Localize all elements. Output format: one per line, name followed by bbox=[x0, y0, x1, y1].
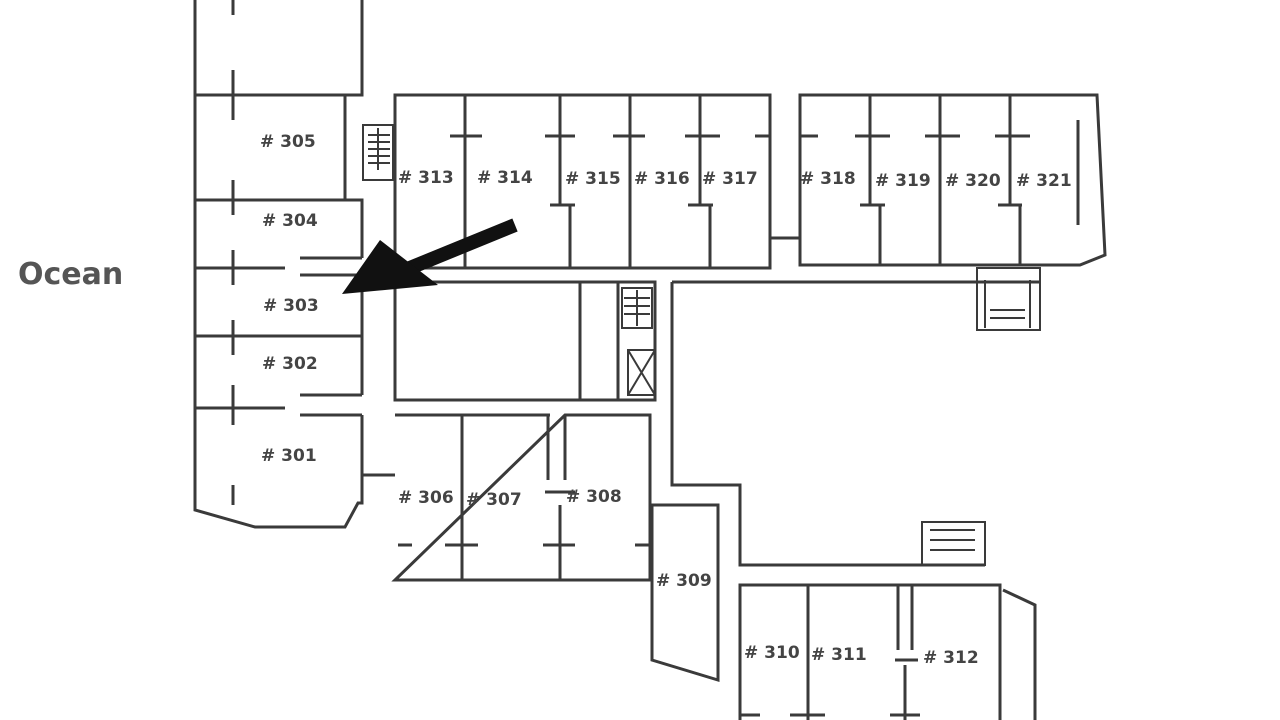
room-308: # 308 bbox=[566, 487, 622, 507]
room-317: # 317 bbox=[702, 169, 758, 189]
room-318: # 318 bbox=[800, 169, 856, 189]
room-309: # 309 bbox=[656, 571, 712, 591]
room-301: # 301 bbox=[261, 446, 317, 466]
walls bbox=[193, 0, 1107, 720]
room-303: # 303 bbox=[263, 296, 319, 316]
room-315: # 315 bbox=[565, 169, 621, 189]
room-321: # 321 bbox=[1016, 171, 1072, 191]
room-314: # 314 bbox=[477, 168, 533, 188]
room-312: # 312 bbox=[923, 648, 979, 668]
room-307: # 307 bbox=[466, 490, 522, 510]
room-302: # 302 bbox=[262, 354, 318, 374]
room-320: # 320 bbox=[945, 171, 1001, 191]
room-labels: # 305 # 304 # 303 # 302 # 301 # 313 # 31… bbox=[260, 132, 1072, 668]
room-313: # 313 bbox=[398, 168, 454, 188]
room-319: # 319 bbox=[875, 171, 931, 191]
room-306: # 306 bbox=[398, 488, 454, 508]
arrow-head-icon bbox=[342, 240, 438, 294]
ocean-direction-label: Ocean bbox=[18, 257, 123, 292]
room-304: # 304 bbox=[262, 211, 318, 231]
room-305: # 305 bbox=[260, 132, 316, 152]
room-310: # 310 bbox=[744, 643, 800, 663]
room-311: # 311 bbox=[811, 645, 867, 665]
highlight-arrow bbox=[342, 218, 518, 294]
room-316: # 316 bbox=[634, 169, 690, 189]
